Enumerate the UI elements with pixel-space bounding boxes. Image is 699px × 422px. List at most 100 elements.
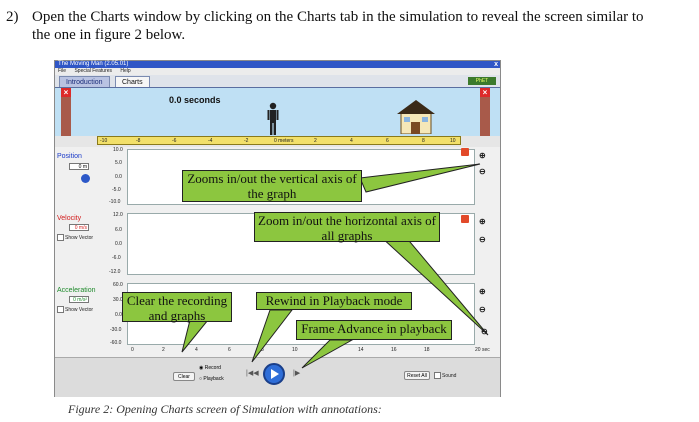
moving-man-icon[interactable] <box>266 102 280 136</box>
velocity-zoom-out-icon[interactable]: ⊖ <box>479 235 486 244</box>
time-tick: 0 <box>131 347 134 353</box>
time-tick: 12 <box>325 347 331 353</box>
step-number: 2) <box>6 9 19 25</box>
time-tick: 4 <box>195 347 198 353</box>
close-icon[interactable]: x <box>494 61 498 68</box>
position-tick: 0.0 <box>115 174 122 180</box>
note-rewind: Rewind in Playback mode <box>256 292 412 310</box>
instruction-text: 2) Open the Charts window by clicking on … <box>6 8 696 44</box>
ruler-label: 2 <box>314 138 317 144</box>
clear-button[interactable]: Clear <box>173 372 195 381</box>
position-zoom-in-icon[interactable]: ⊕ <box>479 151 486 160</box>
acceleration-tick: 0.0 <box>115 312 122 318</box>
playback-radio[interactable]: ○ Playback <box>199 376 224 382</box>
time-tick: 6 <box>228 347 231 353</box>
tab-introduction[interactable]: Introduction <box>59 76 110 87</box>
left-wall-close-icon[interactable]: × <box>61 88 71 97</box>
position-value-field[interactable]: 0 m <box>69 163 89 170</box>
figure-caption: Figure 2: Opening Charts screen of Simul… <box>68 402 382 416</box>
acceleration-label: Acceleration <box>57 287 96 294</box>
velocity-tick: 0.0 <box>115 241 122 247</box>
acceleration-zoom-in-icon[interactable]: ⊕ <box>479 287 486 296</box>
velocity-close-graph-icon[interactable] <box>461 215 469 223</box>
position-ruler: -10 -8 -6 -4 -2 0 meters 2 4 6 8 10 <box>97 136 461 145</box>
window-titlebar: The Moving Man (2.05.01) x <box>55 61 500 68</box>
time-tick: 20 sec <box>475 347 490 353</box>
velocity-show-vector-checkbox[interactable]: Show Vector <box>57 234 93 241</box>
note-vertical-zoom: Zooms in/out the vertical axis of the gr… <box>182 170 362 202</box>
menu-help[interactable]: Help <box>120 68 131 74</box>
phet-logo: PhET <box>468 77 496 85</box>
note-frame-advance: Frame Advance in playback <box>296 320 452 340</box>
acceleration-tick: 60.0 <box>113 282 123 288</box>
instruction-line-2: the one in figure 2 below. <box>32 27 186 43</box>
position-slider-icon[interactable] <box>81 174 90 183</box>
left-wall <box>61 88 71 136</box>
note-horizontal-zoom: Zoom in/out the horizontal axis of all g… <box>254 212 440 243</box>
velocity-show-vector-label: Show Vector <box>65 234 94 241</box>
playback-label: Playback <box>203 376 224 382</box>
acceleration-tick: 30.0 <box>113 297 123 303</box>
right-wall <box>480 88 490 136</box>
time-tick: 14 <box>358 347 364 353</box>
position-zoom-out-icon[interactable]: ⊖ <box>479 167 486 176</box>
time-tick: 16 <box>391 347 397 353</box>
acceleration-tick: -60.0 <box>110 340 122 346</box>
instruction-line-1: Open the Charts window by clicking on th… <box>32 9 644 25</box>
ruler-label: 0 meters <box>274 138 294 144</box>
velocity-tick: 6.0 <box>115 227 122 233</box>
position-label: Position <box>57 153 82 160</box>
ruler-label: -6 <box>172 138 177 144</box>
time-tick: 10 <box>292 347 298 353</box>
acceleration-show-vector-label: Show Vector <box>65 306 94 313</box>
velocity-tick: -12.0 <box>109 269 121 275</box>
ruler-label: 4 <box>350 138 353 144</box>
time-tick: 18 <box>424 347 430 353</box>
acceleration-zoom-out-icon[interactable]: ⊖ <box>479 305 486 314</box>
playback-controls: Clear ◉ Record ○ Playback |◀◀ |▶ Reset A… <box>55 357 500 397</box>
time-readout: 0.0 seconds <box>169 95 221 105</box>
frame-advance-icon[interactable]: |▶ <box>293 370 301 377</box>
play-icon <box>271 369 279 379</box>
ruler-label: -8 <box>136 138 141 144</box>
acceleration-tick: -30.0 <box>110 327 122 333</box>
position-tick: -10.0 <box>109 199 121 205</box>
play-button[interactable] <box>263 363 285 385</box>
record-label: Record <box>204 365 221 371</box>
house-icon <box>397 100 435 134</box>
velocity-tick: -6.0 <box>112 255 121 261</box>
window-title: The Moving Man (2.05.01) <box>58 61 129 67</box>
ruler-label: -2 <box>244 138 249 144</box>
right-wall-close-icon[interactable]: × <box>480 88 490 97</box>
reset-all-button[interactable]: Reset All <box>404 371 430 380</box>
tab-bar: Introduction Charts PhET <box>55 75 500 88</box>
record-radio[interactable]: ◉ Record <box>199 365 221 371</box>
note-clear: Clear the recording and graphs <box>122 292 232 323</box>
velocity-tick: 12.0 <box>113 212 123 218</box>
time-zoom-out-icon[interactable]: ⊖ <box>481 327 488 336</box>
menu-file[interactable]: File <box>58 68 67 74</box>
ruler-label: 10 <box>450 138 456 144</box>
position-tick: -5.0 <box>112 187 121 193</box>
velocity-value-field[interactable]: 0 m/s <box>69 224 89 231</box>
position-tick: 5.0 <box>115 160 122 166</box>
menu-special-features[interactable]: Special Features <box>74 68 112 74</box>
tab-charts[interactable]: Charts <box>115 76 150 87</box>
velocity-label: Velocity <box>57 215 82 222</box>
ruler-label: 8 <box>422 138 425 144</box>
play-area: × × 0.0 seconds <box>55 88 500 136</box>
ruler-label: -4 <box>208 138 213 144</box>
ruler-label: -10 <box>100 138 108 144</box>
rewind-icon[interactable]: |◀◀ <box>246 370 259 377</box>
position-tick: 10.0 <box>113 147 123 153</box>
sound-label: Sound <box>442 372 457 379</box>
sound-checkbox[interactable]: Sound <box>434 372 456 379</box>
acceleration-value-field[interactable]: 0 m/s² <box>69 296 89 303</box>
velocity-zoom-in-icon[interactable]: ⊕ <box>479 217 486 226</box>
ruler-label: 6 <box>386 138 389 144</box>
time-tick: 8 <box>261 347 264 353</box>
acceleration-show-vector-checkbox[interactable]: Show Vector <box>57 306 93 313</box>
menu-bar: File Special Features Help <box>55 68 500 75</box>
position-close-graph-icon[interactable] <box>461 148 469 156</box>
time-tick: 2 <box>162 347 165 353</box>
